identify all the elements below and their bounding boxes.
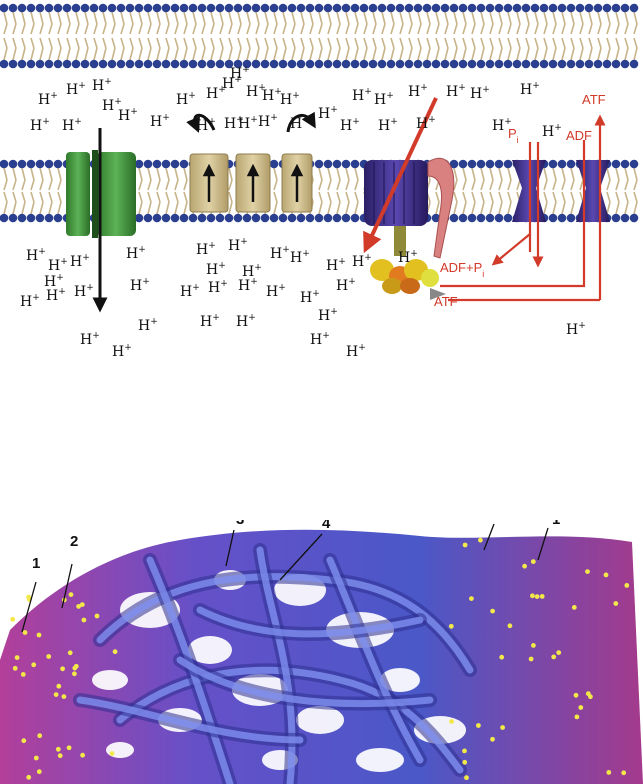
proton: H+	[74, 283, 94, 300]
pump-1	[189, 153, 229, 213]
membrane-diagram-svg: Pi ADF+Pi ATF ADF ATF H+H+H+H+H+H+H+H+H+…	[0, 3, 639, 360]
f1-head	[370, 259, 439, 294]
proton: H+	[112, 343, 132, 360]
proton: H+	[102, 97, 122, 114]
pump-ejection-arrow-2	[286, 111, 316, 133]
proton: H+	[20, 293, 40, 310]
proton: H+	[310, 331, 330, 348]
proton-cloud: H+H+H+H+H+H+H+H+H+H+H+H+H+H+H+H+H+H+H+H+…	[20, 65, 586, 360]
proton: H+	[208, 279, 228, 296]
proton: H+	[130, 277, 150, 294]
atp-synthase	[363, 97, 455, 300]
proton: H+	[542, 123, 562, 140]
callout-lines	[21, 523, 549, 633]
proton: H+	[38, 91, 58, 108]
proton: H+	[30, 117, 50, 134]
adp-atp-transporter	[576, 160, 610, 222]
proton: H+	[26, 247, 46, 264]
proton: H+	[44, 273, 64, 290]
proton: H+	[318, 307, 338, 324]
proton: H+	[566, 321, 586, 338]
proton: H+	[318, 105, 338, 122]
proton-membrane-diagram: Pi ADF+Pi ATF ADF ATF H+H+H+H+H+H+H+H+H+…	[0, 0, 643, 380]
proton: H+	[228, 237, 248, 254]
proton: H+	[118, 107, 138, 124]
proton-channel	[66, 128, 136, 313]
proton: H+	[290, 249, 310, 266]
pi-label: Pi	[508, 126, 519, 145]
atp-top-right-label: ATF	[582, 92, 606, 107]
proton: H+	[200, 313, 220, 330]
atp-bottom-label: ATF	[434, 294, 458, 309]
cristae-network-render: 1 2 3 4 2 1	[0, 520, 643, 784]
proton: H+	[336, 277, 356, 294]
proton: H+	[326, 257, 346, 274]
proton: H+	[176, 91, 196, 108]
proton: H+	[138, 317, 158, 334]
proton: H+	[246, 83, 266, 100]
callout-right-2: 2	[498, 520, 506, 524]
pump-ejection-arrow-1	[186, 113, 216, 133]
proton: H+	[374, 91, 394, 108]
proton: H+	[80, 331, 100, 348]
proton: H+	[238, 115, 258, 132]
pump-2	[235, 153, 271, 213]
pump-3	[281, 153, 313, 213]
callout-mid-4: 4	[322, 520, 331, 532]
proton: H+	[346, 343, 366, 360]
network-tubules	[73, 543, 477, 784]
proton: H+	[238, 277, 258, 294]
proton: H+	[446, 83, 466, 100]
proton: H+	[222, 75, 242, 92]
proton: H+	[280, 91, 300, 108]
proton: H+	[492, 117, 512, 134]
proton: H+	[48, 257, 68, 274]
proton: H+	[300, 289, 320, 306]
red-flow-arrow	[363, 97, 438, 254]
proton: H+	[196, 241, 216, 258]
adp-pi-label: ADF+Pi	[440, 260, 484, 279]
proton: H+	[378, 117, 398, 134]
proton: H+	[470, 85, 490, 102]
cristae-network-svg: 1 2 3 4 2 1	[0, 520, 643, 784]
proton: H+	[126, 245, 146, 262]
network-silhouette	[0, 529, 643, 784]
proton: H+	[262, 87, 282, 104]
proton: H+	[290, 115, 310, 132]
callout-right-1: 1	[552, 520, 560, 528]
callout-mid-3: 3	[236, 520, 244, 528]
proton: H+	[224, 115, 244, 132]
proton: H+	[46, 287, 66, 304]
proton: H+	[398, 249, 418, 266]
proton: H+	[206, 85, 226, 102]
proton: H+	[270, 245, 290, 262]
proton: H+	[150, 113, 170, 130]
proton: H+	[196, 117, 216, 134]
proton: H+	[352, 87, 372, 104]
yellow-granules	[10, 537, 630, 781]
proton: H+	[62, 117, 82, 134]
proton: H+	[206, 261, 226, 278]
proton-pumps	[186, 111, 316, 213]
proton: H+	[230, 65, 250, 82]
proton: H+	[408, 83, 428, 100]
proton: H+	[66, 81, 86, 98]
proton: H+	[520, 81, 540, 98]
proton: H+	[266, 283, 286, 300]
callout-left-2: 2	[70, 533, 78, 550]
proton: H+	[352, 253, 372, 270]
proton: H+	[340, 117, 360, 134]
proton: H+	[70, 253, 90, 270]
proton: H+	[258, 113, 278, 130]
proton: H+	[92, 77, 112, 94]
proton: H+	[236, 313, 256, 330]
callout-left-1: 1	[32, 555, 40, 572]
outer-membrane	[0, 3, 639, 69]
proton: H+	[242, 263, 262, 280]
proton: H+	[180, 283, 200, 300]
proton: H+	[416, 115, 436, 132]
adp-right-label: ADF	[566, 128, 592, 143]
atp-synthase-stalk	[427, 157, 455, 259]
reaction-arrows	[440, 114, 606, 302]
